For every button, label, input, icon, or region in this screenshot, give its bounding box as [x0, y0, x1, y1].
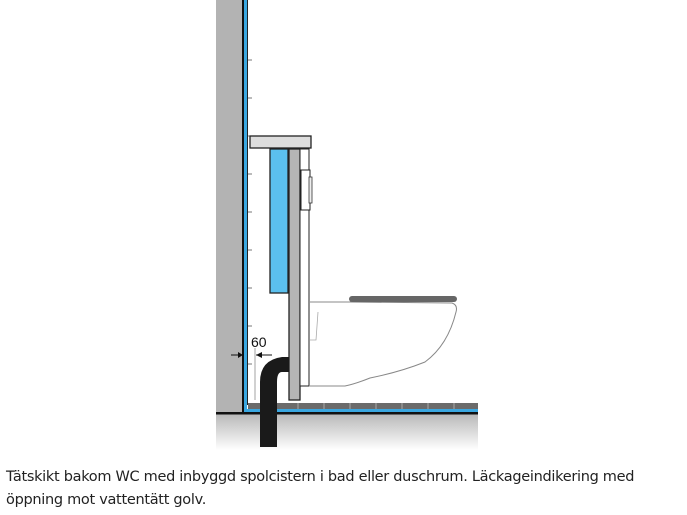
- wall: [216, 0, 252, 413]
- wc-installation-diagram: 60: [216, 0, 478, 450]
- cistern-frame: [249, 135, 313, 401]
- floor: [216, 403, 478, 450]
- dimension-label: 60: [251, 334, 267, 350]
- caption: Tätskikt bakom WC med inbyggd spolcister…: [6, 469, 635, 508]
- toilet-bowl: [310, 296, 457, 387]
- dimension-60: 60: [231, 334, 272, 400]
- drain-pipe: [260, 357, 289, 447]
